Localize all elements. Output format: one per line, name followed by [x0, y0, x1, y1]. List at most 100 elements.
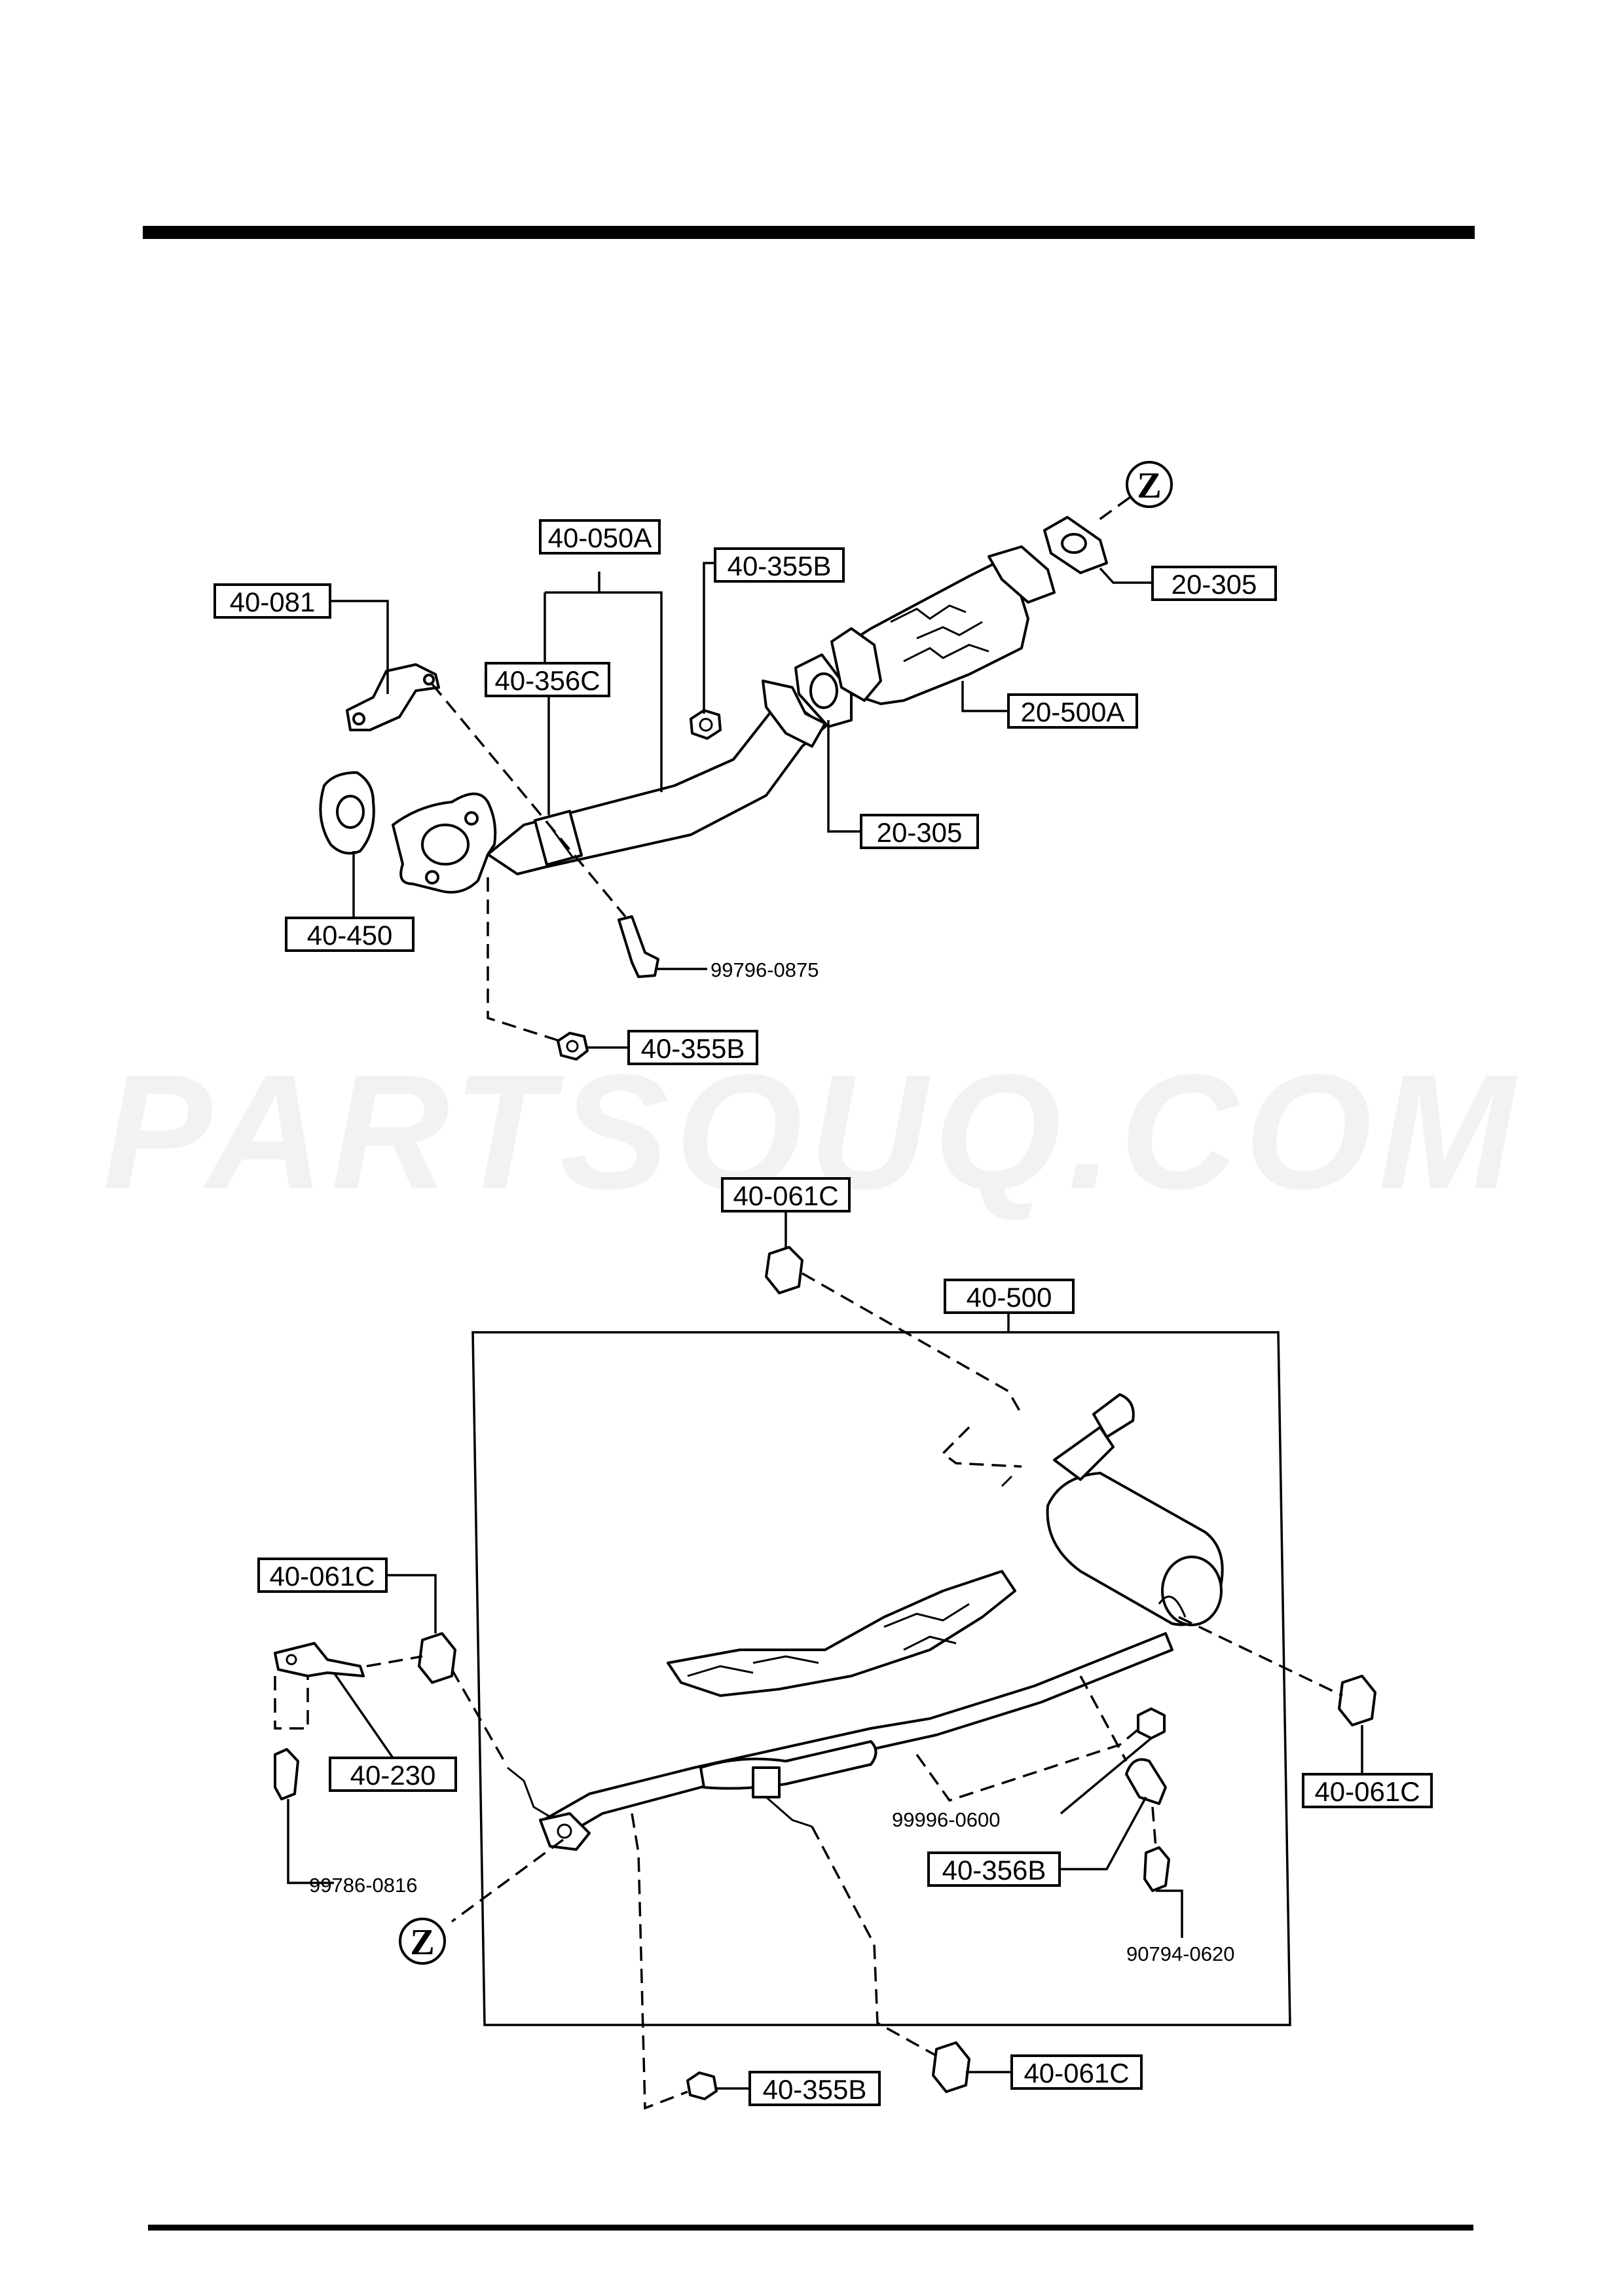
dashed-flange-to-nut — [487, 877, 561, 1042]
dashed-hanger-left-to-pipe — [451, 1669, 506, 1762]
front-pipe-body[interactable] — [487, 699, 826, 875]
clamp-bolt[interactable] — [1143, 1846, 1170, 1892]
front-pipe-rear-flange[interactable] — [762, 680, 826, 748]
upper-nut[interactable] — [690, 709, 722, 740]
label-40-081: 40-081 — [230, 587, 316, 617]
label-box-40-050A — [539, 519, 661, 555]
label-40-061C-left: 40-061C — [269, 1561, 375, 1592]
pipe-flange-port — [557, 1823, 572, 1839]
hanger-bracket-lower[interactable] — [274, 1642, 365, 1677]
bracket-bolt[interactable] — [274, 1748, 299, 1800]
label-40-356C: 40-356C — [494, 665, 600, 696]
pipe-nut[interactable] — [1137, 1707, 1166, 1740]
bracket-bolt-hole — [352, 712, 365, 725]
leader-40-356B — [1061, 1796, 1147, 1870]
cat-inlet-flange — [830, 627, 882, 702]
ref-mark-z-circle-lower — [399, 1918, 446, 1965]
rubber-hanger-top[interactable] — [765, 1246, 803, 1294]
dashed-silencer-hanger — [941, 1426, 1022, 1468]
leader-20-500A — [961, 681, 1008, 712]
rubber-hanger-bottom[interactable] — [932, 2041, 970, 2093]
label-box-40-061C-right — [1302, 1773, 1433, 1808]
label-box-20-500A — [1007, 693, 1138, 729]
dashed-silencer-to-hanger-right — [1178, 1616, 1343, 1697]
rubber-hanger-left[interactable] — [418, 1632, 456, 1684]
footer-rule — [148, 2225, 1473, 2231]
rubber-hanger-right[interactable] — [1338, 1675, 1376, 1726]
dashed-clamp-to-hanger-bottom — [811, 1826, 937, 2057]
label-40-355B-bottom: 40-355B — [641, 1033, 745, 1064]
label-40-355B-top: 40-355B — [728, 551, 832, 581]
pipe-clamp[interactable] — [752, 1766, 781, 1798]
dashed-bracket-to-hanger-left — [366, 1655, 423, 1667]
label-box-40-356C — [485, 662, 610, 697]
leader-40-061C-left — [386, 1574, 437, 1633]
label-box-40-450 — [285, 917, 415, 952]
flange-bolt-hole — [425, 870, 439, 884]
catalytic-converter[interactable] — [834, 562, 1029, 705]
ref-mark-z-lower: Z — [410, 1922, 434, 1963]
label-40-356B: 40-356B — [942, 1855, 1046, 1886]
tail-pipe — [1053, 1426, 1115, 1481]
part-number-99796-0875: 99796-0875 — [710, 958, 819, 981]
label-40-355B-lower: 40-355B — [763, 2074, 867, 2105]
label-20-500A: 20-500A — [1021, 697, 1125, 727]
hanger-bracket[interactable] — [346, 663, 440, 731]
leader-nut-99996-0600 — [1060, 1737, 1153, 1815]
label-box-20-305-front — [860, 814, 979, 849]
label-20-305-front: 20-305 — [877, 817, 963, 848]
dashed-bracket-to-bolt — [274, 1676, 309, 1730]
bracket-bolt-hole — [286, 1654, 297, 1666]
leader-40-081 — [331, 600, 389, 694]
silencer-hanger-rod — [1001, 1475, 1013, 1487]
label-box-40-061C-left — [257, 1558, 388, 1593]
nut-hole — [699, 718, 713, 732]
label-box-40-356B — [927, 1851, 1061, 1887]
label-20-305-rear: 20-305 — [1172, 569, 1257, 600]
dashed-pipe-to-nut — [631, 1813, 688, 2110]
label-box-40-061C-bottom — [1010, 2054, 1143, 2090]
label-box-40-081 — [213, 583, 331, 619]
label-40-230: 40-230 — [350, 1760, 436, 1791]
leader-40-355B-top — [703, 562, 715, 714]
label-box-40-355B-top — [714, 547, 845, 583]
heat-shield — [667, 1570, 1016, 1697]
label-40-061C-bottom: 40-061C — [1024, 2058, 1129, 2088]
lower-pipe-nut[interactable] — [686, 2071, 718, 2100]
label-box-20-305-rear — [1151, 566, 1277, 601]
front-flange-port — [421, 824, 470, 866]
dashed-clamp-to-bolt — [1151, 1806, 1157, 1848]
dashed-hanger-top-to-silencer — [802, 1272, 1023, 1415]
leader-40-230 — [333, 1672, 394, 1758]
intermediate-pipe-flange[interactable] — [539, 1812, 591, 1851]
bracket-bolt-hole — [423, 674, 435, 685]
label-box-40-061C-top — [721, 1177, 851, 1212]
part-number-99786-0816: 99786-0816 — [309, 1874, 418, 1897]
cat-heat-shield-ribs — [890, 604, 989, 663]
dashed-pipe-to-z — [451, 1838, 564, 1923]
cat-outlet-flange — [987, 545, 1056, 604]
intermediate-pipe[interactable] — [542, 1632, 1173, 1838]
lower-nut[interactable] — [557, 1032, 589, 1061]
pipe-clamp-bolt — [766, 1796, 813, 1828]
label-40-500: 40-500 — [967, 1282, 1052, 1313]
leader-20-305-front — [827, 720, 861, 833]
leader-bolt-99786-0816 — [287, 1799, 334, 1884]
dashed-z-to-gasket — [1092, 496, 1131, 525]
label-box-40-230 — [329, 1757, 457, 1792]
label-box-40-355B-lower — [748, 2071, 881, 2106]
dashed-bracket-to-bolt — [431, 683, 627, 918]
pipe-clamp-lower[interactable] — [1125, 1758, 1167, 1805]
tail-pipe-tip — [1092, 1393, 1135, 1438]
label-40-061C-top: 40-061C — [733, 1180, 838, 1211]
flange-bolt[interactable] — [618, 915, 659, 978]
lower-exhaust-assembly: Z 40-061C 40-500 40-061C 40- — [257, 1177, 1433, 2110]
ref-mark-z-circle-upper — [1126, 461, 1173, 508]
label-40-061C-right: 40-061C — [1314, 1776, 1420, 1807]
nut-hole — [566, 1040, 579, 1053]
leader-bolt-90794-0620 — [1156, 1889, 1183, 1938]
part-number-99996-0600: 99996-0600 — [892, 1808, 1001, 1831]
leader-20-305-rear — [1099, 567, 1153, 584]
